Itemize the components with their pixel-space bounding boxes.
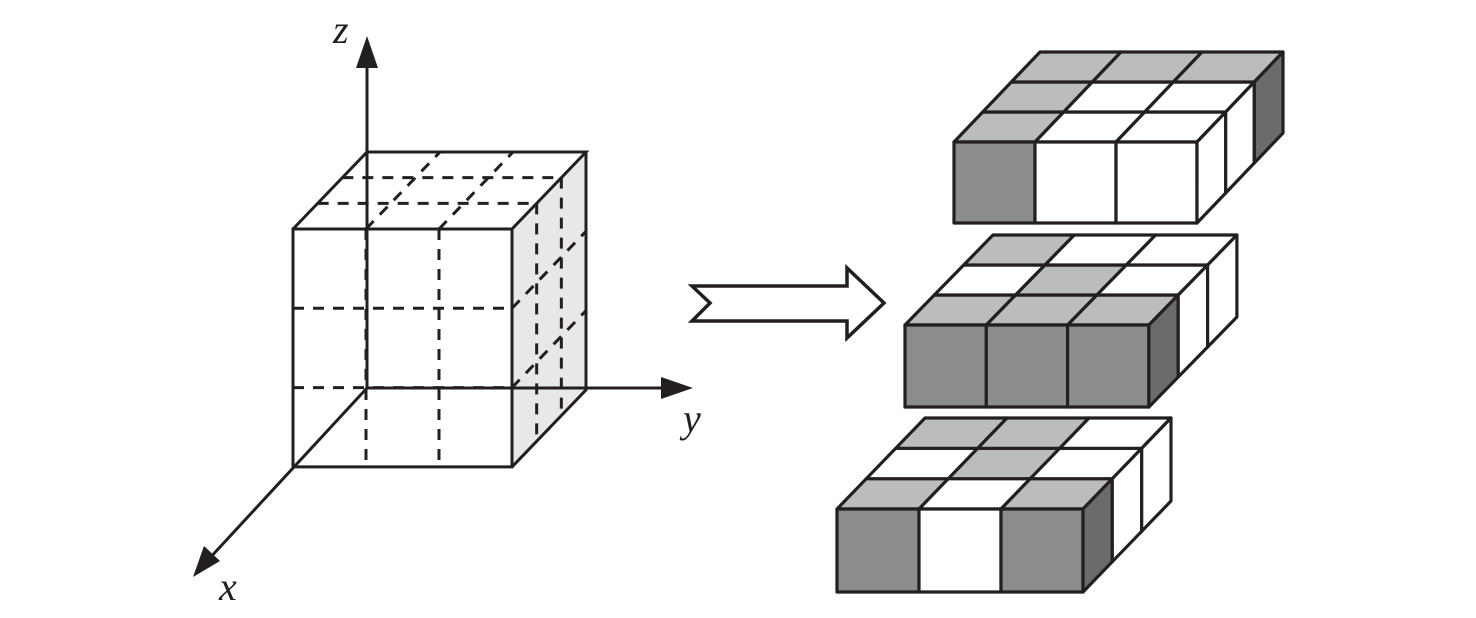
coordinate-axes — [193, 36, 693, 577]
right-arrow-icon — [687, 263, 887, 343]
cube-right-face — [512, 152, 586, 467]
y-axis-arrow-icon — [661, 377, 693, 399]
cube-top-edges — [291, 150, 590, 231]
front-cell — [984, 323, 1070, 409]
front-cell — [1114, 140, 1199, 225]
front-cell — [1065, 323, 1151, 409]
cube-side-edges — [510, 152, 588, 468]
front-cell — [917, 507, 1003, 594]
middle-layer — [903, 233, 1239, 409]
front-cell — [1033, 140, 1118, 225]
top-grid-line — [364, 150, 442, 231]
top-grid-line — [437, 150, 515, 231]
z-axis-label: z — [332, 7, 349, 52]
front-cell — [999, 507, 1085, 594]
front-cell — [835, 507, 921, 594]
y-axis-label: y — [679, 396, 701, 441]
side-grid-line — [510, 309, 588, 389]
bottom-layer — [835, 416, 1173, 594]
front-cell — [952, 140, 1037, 225]
z-axis-arrow-icon — [356, 36, 378, 68]
cube-front-face — [291, 227, 514, 469]
side-cell — [1252, 50, 1285, 165]
x-axis — [206, 386, 369, 562]
cube-layers — [835, 50, 1285, 594]
side-cell — [1205, 233, 1239, 349]
top-layer — [952, 50, 1285, 225]
side-grid-line — [510, 230, 588, 310]
x-axis-arrow-icon — [193, 546, 220, 577]
side-cell — [1140, 416, 1173, 533]
front-cell — [903, 323, 988, 409]
x-axis-label: x — [218, 564, 237, 609]
